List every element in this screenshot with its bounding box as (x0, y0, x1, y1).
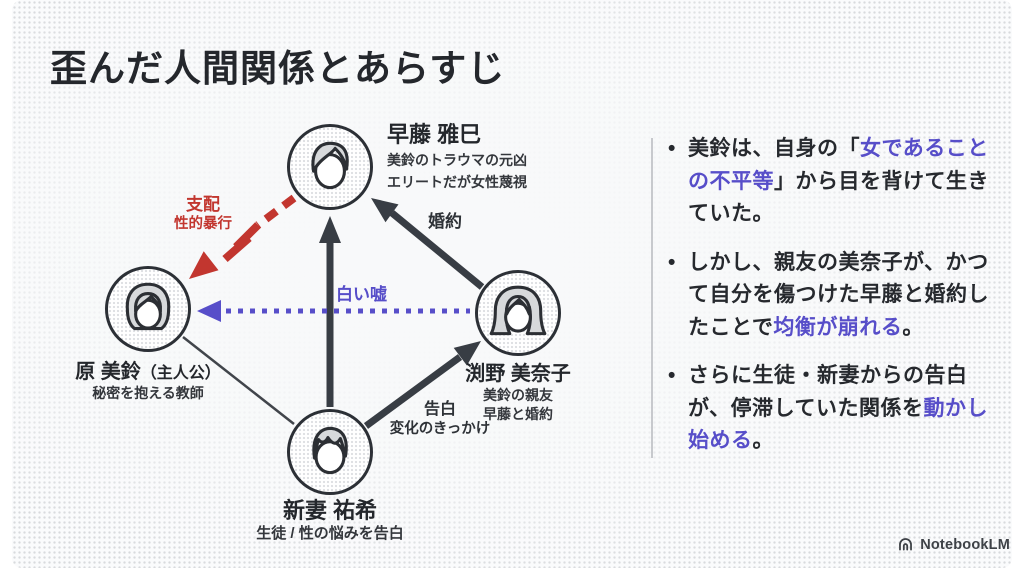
label-edge-assault: 支配 性的暴行 (150, 194, 256, 233)
synopsis-panel: • 美鈴は、自身の「女であることの不平等」から目を背けて生きていた。 • しかし、親友… (668, 133, 1000, 474)
notebooklm-logo-icon (899, 538, 913, 551)
bullet-marker: • (668, 137, 676, 160)
label-hara: 原 美鈴（主人公） 秘密を抱える教師 (28, 360, 268, 403)
label-niizuma: 新妻 祐希 生徒 / 性の悩みを告白 (210, 498, 450, 545)
node-niizuma (287, 409, 373, 495)
bullet-item: • さらに生徒・新妻からの告白が、停滞していた関係を動かし始める。 (668, 360, 1000, 458)
hara-protagonist-tag: （主人公） (140, 365, 221, 382)
node-hayafuji (287, 124, 373, 210)
niizuma-desc-1: 生徒 / 性の悩みを告白 (256, 525, 404, 543)
edge-white-lie-arrow (197, 300, 470, 322)
hara-name: 原 美鈴 (75, 361, 141, 383)
label-edge-confession: 告白 変化のきっかけ (370, 400, 510, 438)
male-teen-avatar (312, 426, 348, 475)
bullet-list: • 美鈴は、自身の「女であることの不平等」から目を背けて生きていた。 • しかし、親友… (668, 133, 1000, 458)
hayafuji-desc-2: エリートだが女性蔑視 (387, 174, 527, 191)
bullet-marker: • (668, 364, 676, 388)
hara-desc-1: 秘密を抱える教師 (92, 385, 204, 401)
label-edge-engagement: 婚約 (428, 212, 462, 231)
fuchino-desc-1: 美鈴の親友 (483, 387, 553, 403)
edge-confession-arrow (363, 341, 481, 429)
hayafuji-name: 早藤 雅巳 (387, 122, 482, 147)
edge-engagement-arrow (371, 198, 485, 290)
edge-assault-arrow (189, 194, 297, 279)
niizuma-name: 新妻 祐希 (282, 498, 378, 523)
fuchino-name: 渕野 美奈子 (465, 363, 571, 385)
assault-label-line2: 性的暴行 (174, 216, 232, 233)
bullet-text: しかし、親友の美奈子が、かつて自分を傷つけた早藤と婚約したことで均衡が崩れる。 (688, 250, 989, 339)
confession-label-line2: 変化のきっかけ (389, 421, 491, 437)
node-fuchino (475, 270, 561, 356)
female-bob-avatar (125, 282, 171, 331)
bullet-item: • 美鈴は、自身の「女であることの不平等」から目を背けて生きていた。 (668, 133, 1000, 231)
label-edge-white-lie: 白い嘘 (336, 285, 387, 304)
male-adult-avatar (311, 141, 349, 190)
hayafuji-desc-1: 美鈴のトラウマの元凶 (387, 152, 527, 169)
bullet-item: • しかし、親友の美奈子が、かつて自分を傷つけた早藤と婚約したことで均衡が崩れる。 (668, 247, 1000, 345)
label-hayafuji: 早藤 雅巳 美鈴のトラウマの元凶 エリートだが女性蔑視 (387, 122, 527, 192)
fuchino-desc-2: 早藤と婚約 (483, 405, 553, 422)
confession-label-line1: 告白 (423, 401, 456, 418)
node-hara (105, 266, 191, 352)
label-fuchino: 渕野 美奈子 美鈴の親友 早藤と婚約 (398, 362, 638, 424)
edge-bond-line (182, 336, 295, 425)
female-long-hair-avatar (489, 285, 547, 336)
panel-divider (651, 138, 653, 458)
assault-label-line1: 支配 (186, 195, 220, 214)
brand-name: NotebookLM (920, 536, 1010, 553)
page-title: 歪んだ人間関係とあらすじ (50, 48, 506, 89)
edge-catalyst-arrow (319, 216, 341, 407)
bullet-text: 美鈴は、自身の「女であることの不平等」から目を背けて生きていた。 (688, 137, 989, 226)
brand-footer: NotebookLM (860, 536, 1010, 553)
bullet-marker: • (668, 250, 676, 274)
bullet-text: さらに生徒・新妻からの告白が、停滞していた関係を動かし始める。 (688, 364, 988, 453)
